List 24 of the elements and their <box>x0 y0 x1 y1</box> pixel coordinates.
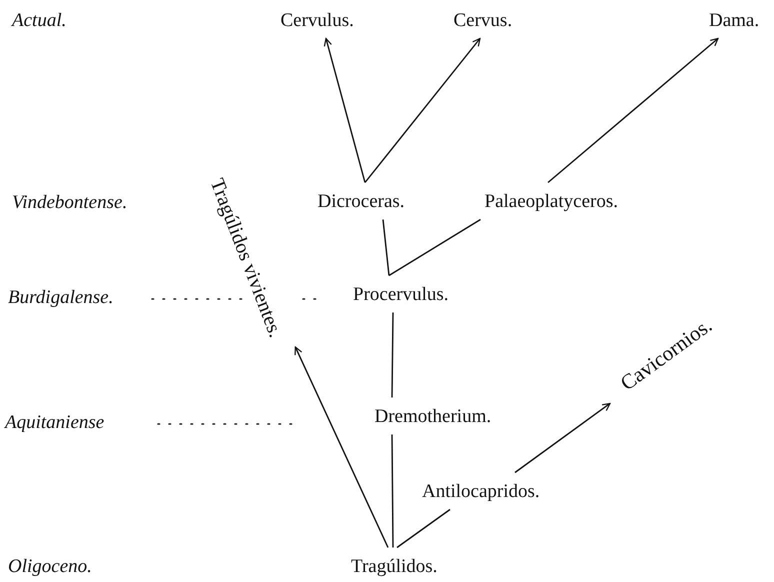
taxon-label: Cervulus. <box>276 2 358 38</box>
branch-line <box>391 434 394 548</box>
taxon-label: Procervulus. <box>349 276 453 312</box>
taxon-label: Palaeoplatyceros. <box>480 182 622 220</box>
taxon-label: Tragúlidos. <box>347 548 442 582</box>
branch-line <box>364 38 481 183</box>
period-label: Aquitaniense <box>5 412 104 432</box>
period-label: Burdigalense. <box>8 288 114 306</box>
branch-line <box>324 38 366 183</box>
branch-line <box>514 402 611 474</box>
taxon-label: Antilocapridos. <box>418 472 544 510</box>
branch-line <box>396 508 450 548</box>
period-label: Oligoceno. <box>8 556 92 576</box>
taxon-label: Dama. <box>705 2 764 38</box>
period-label: Vindebontense. <box>12 192 128 212</box>
branch-line <box>388 218 481 276</box>
taxon-label: Cervus. <box>450 2 516 38</box>
branch-line <box>391 312 394 398</box>
taxon-label: Dremotherium. <box>370 398 496 434</box>
period-label: Actual. <box>12 10 66 30</box>
branch-line <box>548 38 719 184</box>
branch-line <box>294 346 389 548</box>
branch-line <box>382 219 390 276</box>
taxon-label: Dicroceras. <box>314 182 409 220</box>
